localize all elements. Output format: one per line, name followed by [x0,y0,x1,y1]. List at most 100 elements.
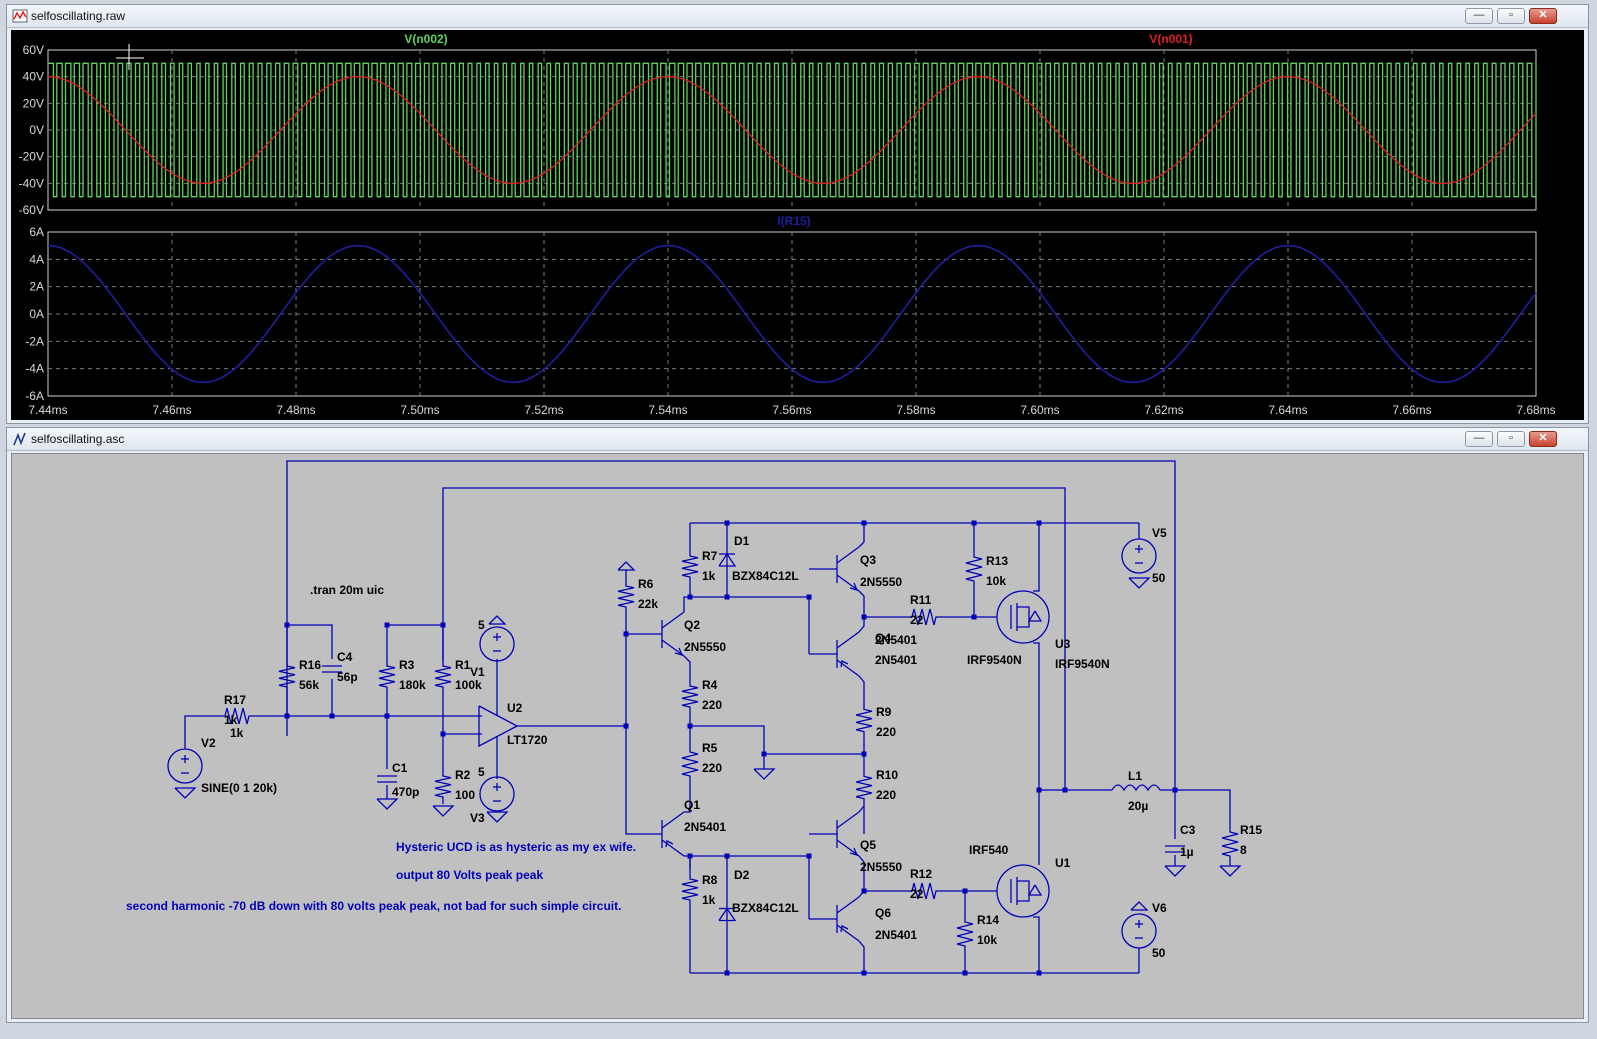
maximize-button[interactable]: ▫ [1497,431,1525,447]
label-r9-value[interactable]: 220 [876,725,896,739]
label-r16-name[interactable]: R16 [299,658,321,672]
label-r14-value[interactable]: 10k [977,933,997,947]
label-v1-name[interactable]: V1 [470,665,485,679]
label-v3-value[interactable]: 5 [478,765,485,779]
label-r17-name[interactable]: R17 [224,693,246,707]
label-l1-value[interactable]: 20µ [1128,799,1148,813]
label-c3-name[interactable]: C3 [1180,823,1196,837]
label-q6-value[interactable]: 2N5401 [875,928,917,942]
label-r8-value[interactable]: 1k [702,893,716,907]
series-vn002-label[interactable]: V(n002) [404,32,447,46]
label-r5-value[interactable]: 220 [702,761,722,775]
label-c1-name[interactable]: C1 [392,761,408,775]
label-d2-name[interactable]: D2 [734,868,750,882]
label-v2-value[interactable]: SINE(0 1 20k) [201,781,277,795]
label-r9-name[interactable]: R9 [876,705,892,719]
label-q3-name[interactable]: Q3 [860,553,876,567]
label-v3-name[interactable]: V3 [470,811,485,825]
label-q1-value[interactable]: 2N5401 [684,820,726,834]
label-q5-value[interactable]: 2N5550 [860,860,902,874]
label-c1-value[interactable]: 470p [392,785,419,799]
label-l1-name[interactable]: L1 [1128,769,1142,783]
label-r7-value[interactable]: 1k [702,569,716,583]
label-u3-name[interactable]: U3 [1055,637,1071,651]
tran-directive[interactable]: .tran 20m uic [310,583,384,597]
label-v1-value[interactable]: 5 [478,618,485,632]
label-u2-value[interactable]: LT1720 [507,733,548,747]
label-q3-value[interactable]: 2N5550 [860,575,902,589]
label-r2-value[interactable]: 100 [455,788,475,802]
schematic-titlebar[interactable]: selfoscillating.asc — ▫ ✕ [7,428,1588,451]
junction [1036,787,1042,793]
label-u2-name[interactable]: U2 [507,701,523,715]
label-r5-name[interactable]: R5 [702,741,718,755]
label-q4-name[interactable]: Q4 [875,631,891,645]
bjt-arrow [849,847,859,857]
label-r3-name[interactable]: R3 [399,658,415,672]
label-q2-name[interactable]: Q2 [684,618,700,632]
label-r12-name[interactable]: R12 [910,867,932,881]
label-r15-value[interactable]: 8 [1240,843,1247,857]
label-u3-value[interactable]: IRF9540N [1055,657,1110,671]
label-r16-value[interactable]: 56k [299,678,319,692]
label-v2-name[interactable]: V2 [201,736,216,750]
label-u3-value[interactable]: IRF9540N [967,653,1022,667]
label-d1-name[interactable]: D1 [734,534,750,548]
label-r4-name[interactable]: R4 [702,678,718,692]
label-r4-value[interactable]: 220 [702,698,722,712]
label-c4-name[interactable]: C4 [337,650,353,664]
label-u1-value[interactable]: IRF540 [969,843,1009,857]
label-r11-value[interactable]: 22 [910,613,924,627]
label-q1-name[interactable]: Q1 [684,798,700,812]
close-button[interactable]: ✕ [1529,8,1557,24]
label-r3-value[interactable]: 180k [399,678,426,692]
series-ir15-label[interactable]: I(R15) [777,214,810,228]
label-d1-value[interactable]: BZX84C12L [732,569,799,583]
comment-line-3[interactable]: second harmonic -70 dB down with 80 volt… [126,899,621,913]
label-q5-name[interactable]: Q5 [860,838,876,852]
label-u1-name[interactable]: U1 [1055,856,1071,870]
label-r1-name[interactable]: R1 [455,658,471,672]
label-q4-value[interactable]: 2N5401 [875,653,917,667]
label-r6-name[interactable]: R6 [638,577,654,591]
label-v5-name[interactable]: V5 [1152,526,1167,540]
minimize-button[interactable]: — [1465,431,1493,447]
label-c4-value[interactable]: 56p [337,670,358,684]
label-r12-value[interactable]: 22 [910,887,924,901]
minimize-button[interactable]: — [1465,8,1493,24]
label-q4-value[interactable]: 2N5401 [875,633,917,647]
label-r10-name[interactable]: R10 [876,768,898,782]
label-q6-name[interactable]: Q6 [875,906,891,920]
close-button[interactable]: ✕ [1529,431,1557,447]
maximize-button[interactable]: ▫ [1497,8,1525,24]
label-v6-value[interactable]: 50 [1152,946,1166,960]
label-r15-name[interactable]: R15 [1240,823,1262,837]
comment-line-2[interactable]: output 80 Volts peak peak [396,868,543,882]
label-r13-name[interactable]: R13 [986,554,1008,568]
label-r8-name[interactable]: R8 [702,873,718,887]
label-q2-value[interactable]: 2N5550 [684,640,726,654]
label-v5-value[interactable]: 50 [1152,571,1166,585]
label-r17-value[interactable]: 1k [230,726,244,740]
label-r2-name[interactable]: R2 [455,768,471,782]
waveform-titlebar[interactable]: selfoscillating.raw — ▫ ✕ [7,5,1588,28]
label-r17-value[interactable]: 1k [224,713,238,727]
label-d2-value[interactable]: BZX84C12L [732,901,799,915]
label-c3-value[interactable]: 1µ [1180,845,1194,859]
label-v6-name[interactable]: V6 [1152,901,1167,915]
resistor-symbol [855,769,873,806]
label-r1-value[interactable]: 100k [455,678,482,692]
label-r11-name[interactable]: R11 [910,593,932,607]
label-r14-name[interactable]: R14 [977,913,999,927]
comment-line-1[interactable]: Hysteric UCD is as hysteric as my ex wif… [396,840,636,854]
label-r7-name[interactable]: R7 [702,549,718,563]
label-r6-value[interactable]: 22k [638,597,658,611]
wire [286,460,1176,790]
series-vn001-label[interactable]: V(n001) [1149,32,1192,46]
label-r13-value[interactable]: 10k [986,574,1006,588]
label-r10-value[interactable]: 220 [876,788,896,802]
